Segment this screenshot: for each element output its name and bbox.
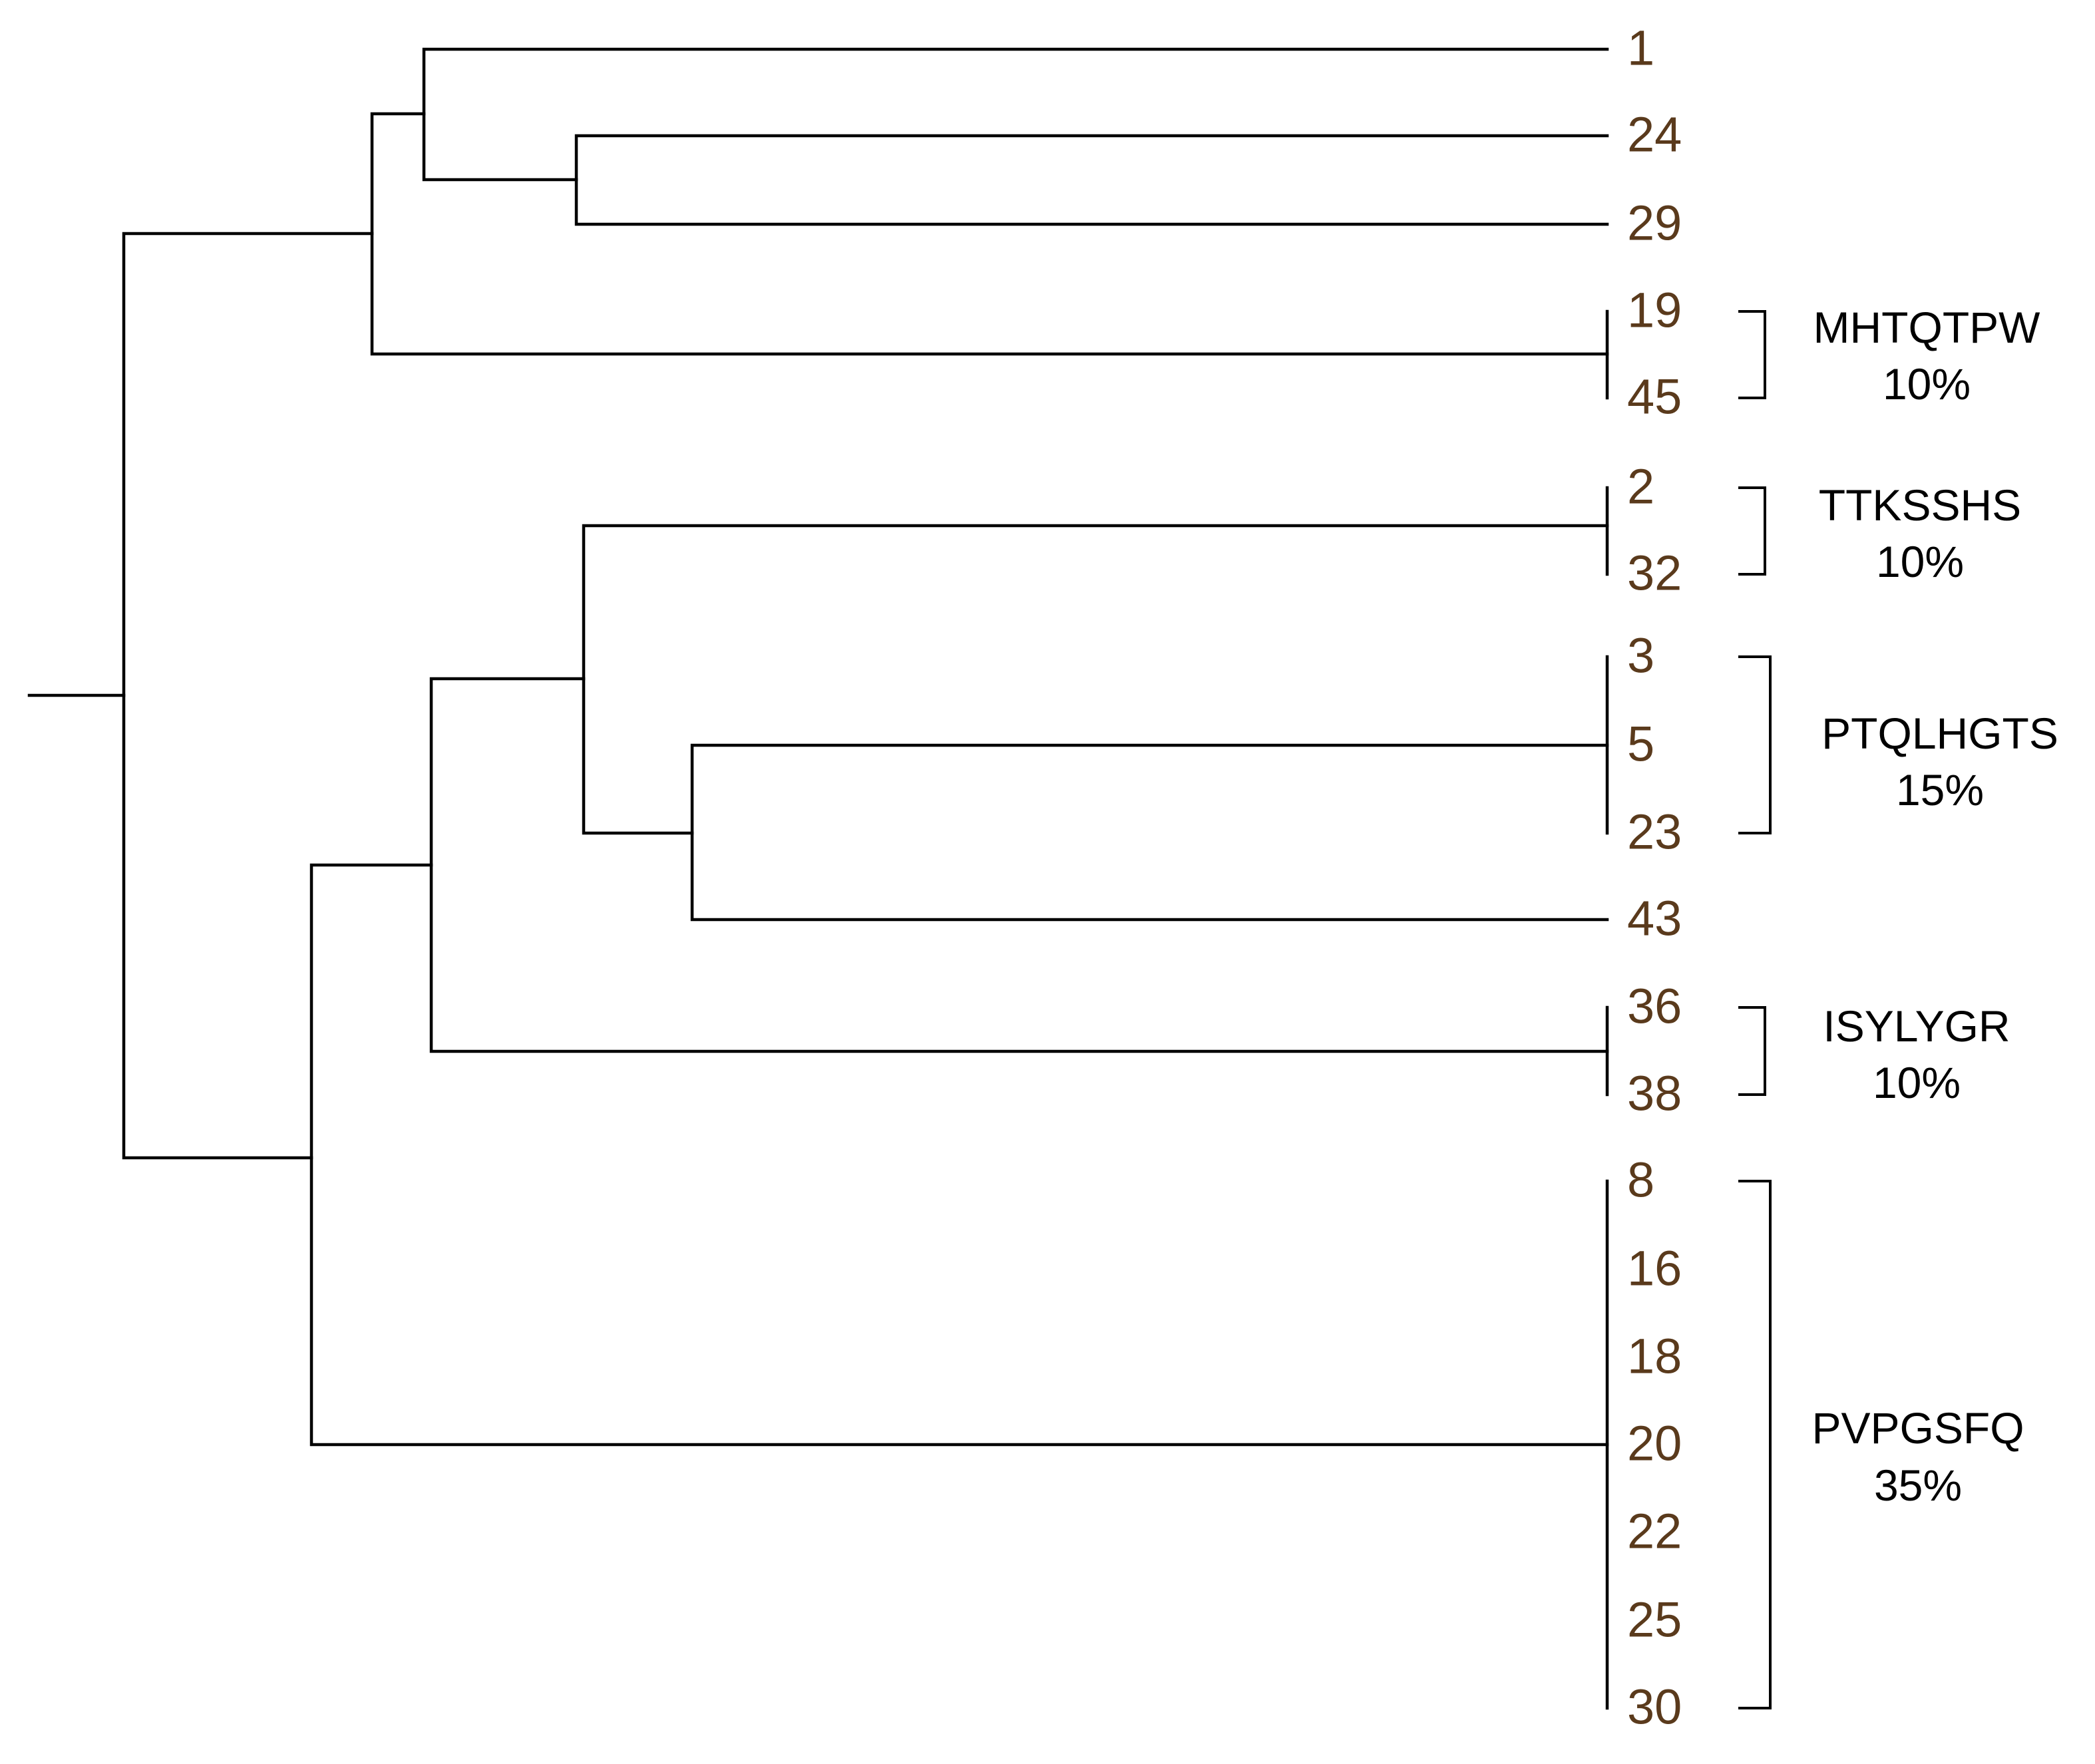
cluster-sequence-label: PTQLHGTS [1821, 709, 2058, 758]
tree-branches [27, 47, 1609, 1710]
leaf-label: 22 [1627, 1504, 1682, 1559]
leaf-labels: 1 24 29 19 45 2 32 3 5 23 43 36 38 8 16 … [1627, 21, 1682, 1735]
root-node [122, 232, 374, 1160]
cluster-bracket-ttksshs [1738, 486, 1766, 576]
cluster-bracket-mhtqtpw [1738, 310, 1766, 399]
cluster-brackets [1738, 310, 1772, 1709]
leaf-label: 38 [1627, 1066, 1682, 1121]
clade-1-24-29-node [422, 47, 1609, 182]
leaf-label: 3 [1627, 628, 1654, 683]
cluster-bracket-ptqlhgts [1738, 655, 1772, 834]
cluster-labels: MHTQTPW 10% TTKSSHS 10% PTQLHGTS 15% ISY… [1811, 303, 2058, 1510]
cluster-bracket-isylygr [1738, 1006, 1766, 1096]
upper-clade-node [370, 112, 1609, 356]
leaf-label: 24 [1627, 107, 1682, 162]
cluster-percent-label: 15% [1896, 765, 1984, 814]
leaf-label: 36 [1627, 979, 1682, 1034]
cluster-sequence-label: ISYLYGR [1823, 1001, 2010, 1051]
leaf-label: 25 [1627, 1592, 1682, 1648]
clade-3-5-23-43-node [690, 743, 1609, 922]
clade-24-29-node [574, 134, 1609, 226]
cluster-sequence-label: MHTQTPW [1813, 303, 2041, 352]
leaf-label: 43 [1627, 891, 1682, 946]
leaf-label: 1 [1627, 21, 1654, 76]
cluster-percent-label: 10% [1876, 537, 1964, 586]
cluster-sequence-label: TTKSSHS [1819, 480, 2021, 530]
leaf-label: 8 [1627, 1152, 1654, 1208]
cluster-percent-label: 10% [1873, 1058, 1961, 1107]
leaf-label: 29 [1627, 196, 1682, 251]
leaf-label: 2 [1627, 459, 1654, 514]
leaf-label: 5 [1627, 717, 1654, 772]
leaf-label: 16 [1627, 1241, 1682, 1296]
cluster-bracket-pvpgsfq [1738, 1180, 1772, 1709]
leaf-label: 32 [1627, 546, 1682, 601]
leaf-label: 45 [1627, 369, 1682, 425]
clade-2-32-3-5-23-43-node [582, 524, 1609, 835]
clade-mid-node [429, 677, 1609, 1053]
leaf-label: 19 [1627, 283, 1682, 338]
cluster-percent-label: 10% [1883, 359, 1971, 409]
leaf-label: 30 [1627, 1679, 1682, 1735]
cluster-percent-label: 35% [1874, 1461, 1962, 1510]
lower-clade-node [309, 863, 1609, 1447]
leaf-label: 23 [1627, 804, 1682, 860]
cluster-sequence-label: PVPGSFQ [1811, 1403, 2024, 1453]
leaf-label: 20 [1627, 1416, 1682, 1471]
leaf-label: 18 [1627, 1329, 1682, 1384]
